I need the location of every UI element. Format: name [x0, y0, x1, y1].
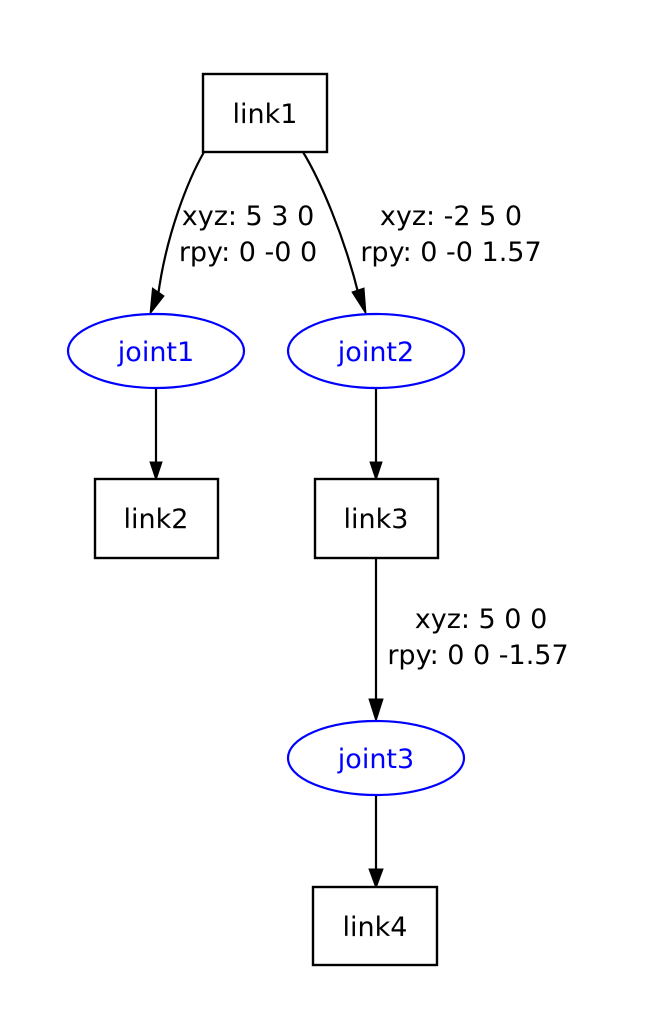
node-link2-label: link2: [124, 504, 189, 535]
node-link2[interactable]: link2: [93, 477, 220, 560]
node-link4-box[interactable]: [311, 885, 439, 967]
edge-label-link1-joint1-line2: rpy: 0 -0 0: [179, 237, 317, 268]
edge-link3-joint3-arrowhead: [368, 698, 384, 723]
edge-label-link1-joint2-line2: rpy: 0 -0 1.57: [360, 237, 541, 268]
edge-link1-joint2-path: [302, 151, 361, 297]
node-joint1[interactable]: joint1: [66, 312, 246, 390]
edge-label-link1-joint1-line1: xyz: 5 3 0: [182, 201, 315, 232]
node-joint2[interactable]: joint2: [286, 312, 466, 390]
edge-joint2-link3: [369, 389, 383, 482]
node-link2-box[interactable]: [93, 477, 220, 560]
edge-link3-joint3: [368, 558, 384, 723]
node-link3-label: link3: [344, 504, 409, 535]
node-joint1-label: joint1: [117, 337, 194, 368]
edge-label-link1-joint2-line1: xyz: -2 5 0: [380, 201, 522, 232]
node-link1-box[interactable]: [201, 72, 329, 154]
node-link4[interactable]: link4: [311, 885, 439, 967]
edge-label-link3-joint3-line1: xyz: 5 0 0: [415, 604, 548, 635]
edge-label-link3-joint3-line2: rpy: 0 0 -1.57: [387, 640, 568, 671]
node-joint2-ellipse[interactable]: [286, 312, 466, 390]
edge-link1-joint1-arrowhead: [149, 287, 165, 316]
node-joint3[interactable]: joint3: [286, 719, 466, 797]
edge-link1-joint1-path: [156, 151, 205, 297]
edge-joint1-link2: [149, 389, 163, 482]
node-joint1-ellipse[interactable]: [66, 312, 246, 390]
edge-joint2-link3-arrowhead: [369, 461, 383, 482]
node-link3[interactable]: link3: [313, 477, 440, 560]
node-joint3-ellipse[interactable]: [286, 719, 466, 797]
node-link4-label: link4: [343, 912, 408, 943]
node-joint2-label: joint2: [337, 337, 414, 368]
edge-joint3-link4-arrowhead: [368, 868, 384, 890]
node-joint3-label: joint3: [337, 744, 414, 775]
edge-joint3-link4: [368, 796, 384, 890]
edge-link1-joint1: [149, 151, 205, 316]
edge-link1-joint2: [302, 151, 367, 315]
node-link3-box[interactable]: [313, 477, 440, 560]
node-link1-label: link1: [233, 99, 298, 130]
edge-joint1-link2-arrowhead: [149, 461, 163, 482]
node-link1[interactable]: link1: [201, 72, 329, 154]
edge-link1-joint2-arrowhead: [351, 287, 367, 315]
